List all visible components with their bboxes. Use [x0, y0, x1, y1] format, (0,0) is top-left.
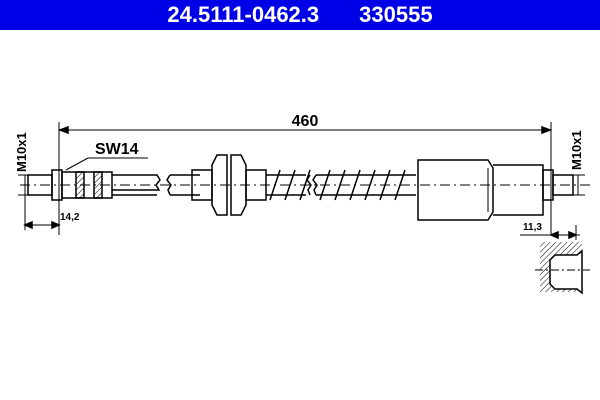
left-dim-label: 14,2 [60, 212, 80, 223]
overall-length-label: 460 [292, 113, 319, 130]
left-thread-label: M10x1 [14, 132, 29, 172]
right-thread-label: M10x1 [569, 130, 584, 170]
title-bar: 24.5111-0462.3 330555 [0, 0, 600, 30]
part-number: 24.5111-0462.3 [167, 2, 320, 27]
wrench-size-label: SW14 [95, 141, 139, 158]
reference-number: 330555 [359, 2, 433, 27]
right-dim-label: 11,3 [523, 222, 542, 233]
